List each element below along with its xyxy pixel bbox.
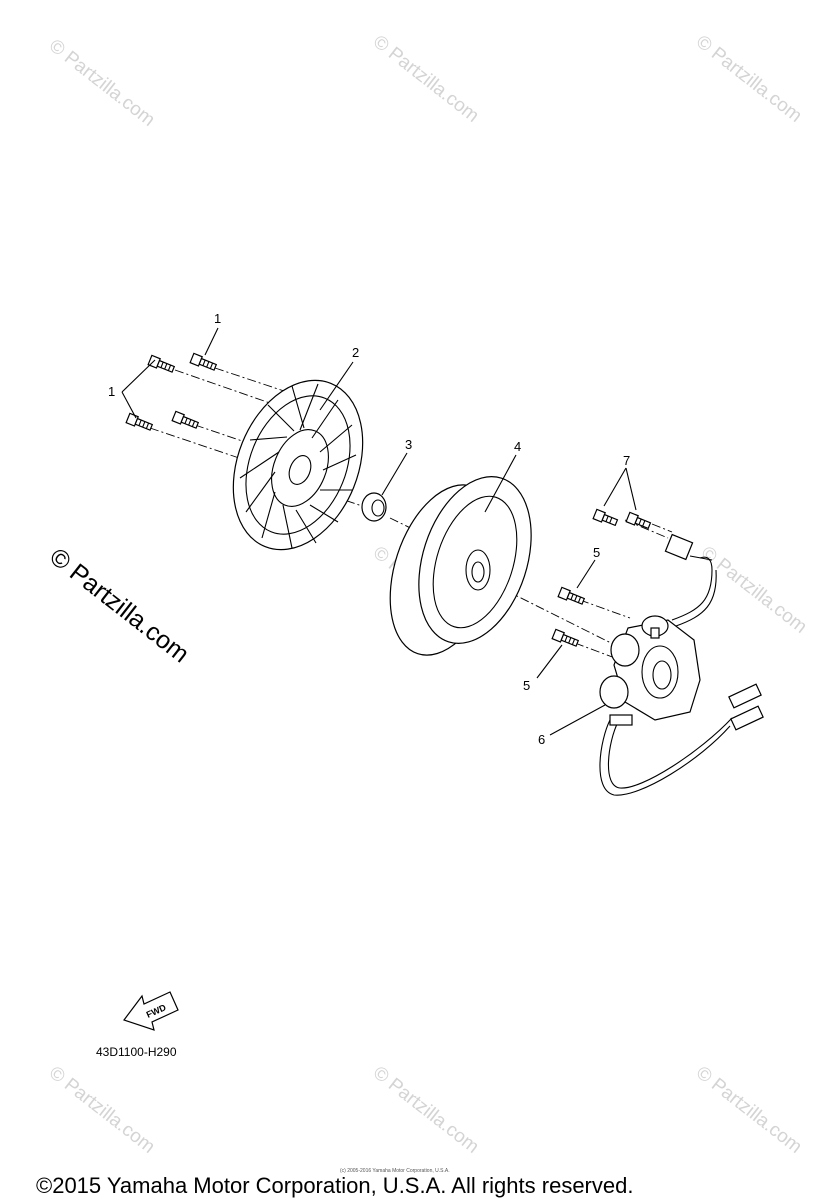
fwd-arrow-icon: FWD (123, 991, 179, 1031)
screw-part-7 (592, 508, 652, 530)
watermark-top-left: © Partzilla.com (45, 35, 159, 130)
watermark-bottom-center: © Partzilla.com (369, 1062, 483, 1157)
callout-5-top: 5 (593, 545, 600, 560)
diagram-code: 43D1100-H290 (96, 1045, 177, 1059)
watermark-mid-right: © Partzilla.com (697, 542, 811, 637)
leader-lines (121, 327, 637, 736)
callout-5-bottom: 5 (523, 678, 530, 693)
callout-2: 2 (352, 345, 359, 360)
bolt-part-1 (125, 352, 218, 431)
callout-7: 7 (623, 453, 630, 468)
watermark-bottom-left: © Partzilla.com (45, 1062, 159, 1157)
callout-4: 4 (514, 439, 521, 454)
watermark-bottom-right: © Partzilla.com (692, 1062, 806, 1157)
stator-assembly-part-6 (599, 533, 764, 796)
copyright-notice: ©2015 Yamaha Motor Corporation, U.S.A. A… (36, 1173, 633, 1198)
callout-1-left: 1 (108, 384, 115, 399)
callout-1-top: 1 (214, 311, 221, 326)
rotor-part-4 (389, 476, 532, 656)
tiny-copyright: (c) 2005-2016 Yamaha Motor Corporation, … (340, 1168, 450, 1174)
callout-3: 3 (405, 437, 412, 452)
watermark-large: © Partzilla.com (44, 543, 194, 669)
callout-6: 6 (538, 732, 545, 747)
watermark-top-right: © Partzilla.com (692, 31, 806, 126)
cooling-fan-part-2 (232, 379, 364, 551)
screw-part-5 (551, 586, 586, 647)
collar-part-3 (361, 492, 387, 522)
watermark-top-center: © Partzilla.com (369, 31, 483, 126)
